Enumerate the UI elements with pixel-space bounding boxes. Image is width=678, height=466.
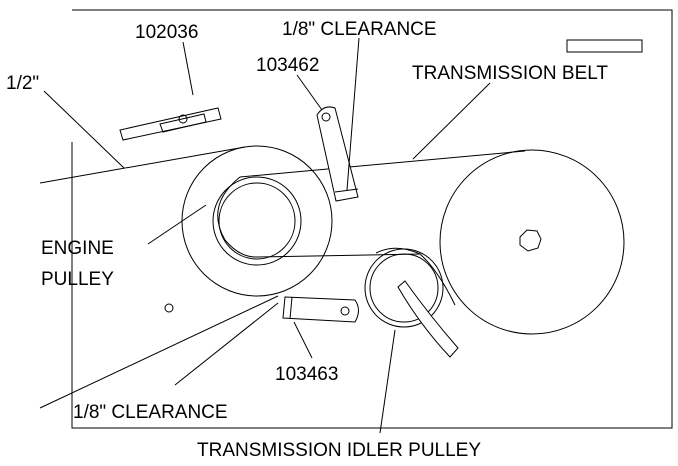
label-clearance-top: 1/8" CLEARANCE [282,19,437,40]
guide-103462-hole [321,112,331,122]
label-pulley: PULLEY [41,269,114,290]
label-half-inch: 1/2" [6,73,39,94]
leader-engine-pulley [147,204,207,245]
label-103462: 103462 [256,55,319,76]
transmission-hub [519,229,542,252]
leader-102036 [182,41,194,96]
leader-clearance-bottom-b [174,302,279,386]
label-clearance-bottom: 1/8" CLEARANCE [73,402,228,423]
guide-hole [178,114,188,124]
guide-slot [159,113,207,133]
guide-103463-hole [340,306,350,316]
guide-103462-bend [334,188,359,193]
belt-top-span [239,150,526,178]
label-engine: ENGINE [41,238,114,259]
leader-clearance-top [346,37,360,191]
leader-transmission-belt [412,82,491,160]
belt-guide-103463 [282,296,359,323]
leader-half-inch [43,90,125,169]
belt-idler-wrap [375,247,456,306]
leader-103462 [296,74,323,111]
leader-103463 [293,321,313,359]
belt-guide-102036 [119,107,222,141]
mounting-hole [164,303,174,313]
guide-103463-bend [289,296,293,320]
engine-pulley-inner [218,182,296,260]
leader-idler-pulley [379,329,396,434]
belt-engine-wrap [217,176,259,258]
leader-clearance-bottom-a [39,295,279,409]
cover-slot [566,39,643,53]
label-102036: 102036 [135,22,198,43]
belt-bottom-span [257,253,421,258]
label-transmission-belt: TRANSMISSION BELT [412,63,608,84]
half-inch-line [39,146,246,184]
label-103463: 103463 [275,364,338,385]
idler-arm [397,280,459,358]
engine-pulley-outer [181,145,333,297]
engine-pulley-rim [212,176,302,266]
label-idler-pulley: TRANSMISSION IDLER PULLEY [197,440,481,461]
